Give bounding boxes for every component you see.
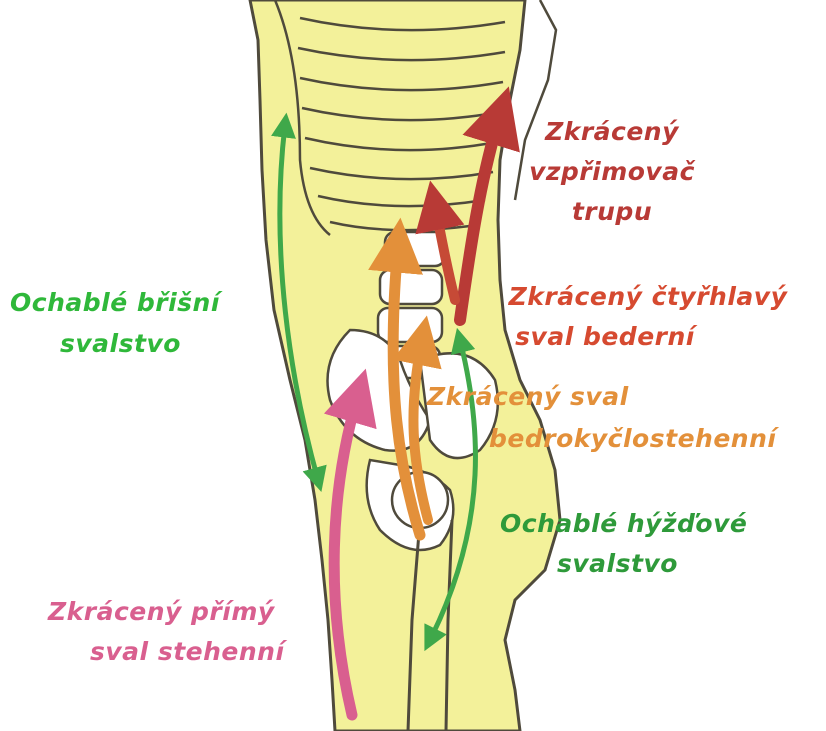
label-erector-line3: trupu [572,197,652,226]
label-abdominal-line1: Ochablé břišní [10,288,223,317]
label-erector-line1: Zkrácený [544,117,680,146]
label-lumbar: Zkrácený čtyřhlavý sval bederní [508,282,789,351]
label-iliopsoas-line2: bedrokyčlostehenní [489,424,779,453]
label-lumbar-line1: Zkrácený čtyřhlavý [508,282,789,311]
label-gluteal-line2: svalstvo [557,549,678,578]
label-lumbar-line2: sval bederní [515,322,698,351]
label-rectus: Zkrácený přímý sval stehenní [47,597,287,666]
label-iliopsoas-line1: Zkrácený sval [426,382,629,411]
label-abdominal-line2: svalstvo [60,329,181,358]
label-gluteal-line1: Ochablé hýžďové [500,509,747,538]
vertebra-l3 [378,308,442,342]
label-erector: Zkrácený vzpřimovač trupu [529,117,696,226]
label-rectus-line2: sval stehenní [90,637,287,666]
label-abdominal: Ochablé břišní svalstvo [10,288,223,358]
label-rectus-line1: Zkrácený přímý [47,597,276,626]
label-erector-line2: vzpřimovač [529,157,696,186]
